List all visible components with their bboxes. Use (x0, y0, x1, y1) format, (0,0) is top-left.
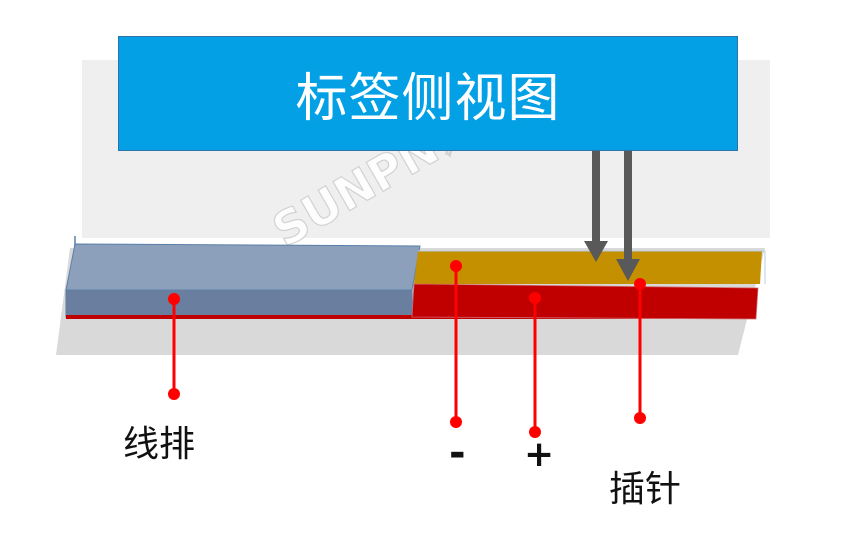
label-pin: 插针 (609, 469, 682, 510)
gold-layer (414, 251, 762, 284)
diagram-title: 标签侧视图 (295, 69, 561, 129)
label-wire-strip: 线排 (123, 424, 196, 465)
red-base-layer (66, 315, 756, 319)
marker-positive (529, 292, 541, 438)
label-positive: + (524, 434, 555, 475)
marker-negative (450, 260, 462, 428)
pointer-arrows (584, 151, 640, 281)
marker-pin (634, 278, 646, 424)
marker-wire-strip (168, 293, 180, 400)
red-layer (411, 283, 759, 320)
wire-strip-block (65, 236, 421, 318)
title-box: 标签侧视图 (118, 36, 738, 151)
label-negative: - (449, 430, 466, 476)
